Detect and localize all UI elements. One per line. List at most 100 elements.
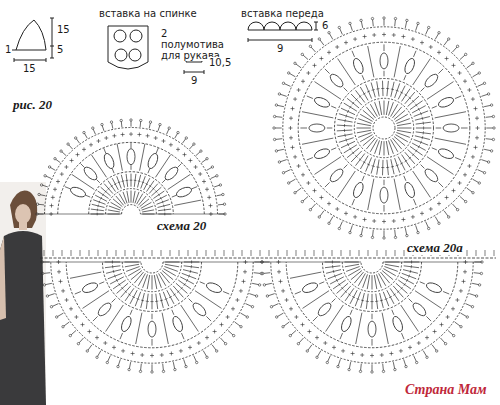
picot — [448, 216, 450, 218]
stitch-mark — [251, 250, 252, 256]
stitch-mark — [146, 183, 148, 184]
shell-stitch — [69, 185, 87, 199]
stitch-mark — [173, 286, 183, 298]
stitch-mark — [295, 292, 301, 295]
picot — [255, 295, 257, 297]
stitch-mark — [154, 275, 157, 289]
picot — [371, 17, 373, 19]
stitch-mark — [426, 222, 429, 228]
stitch-mark — [142, 210, 154, 212]
stitch-mark — [131, 143, 132, 149]
stitch-mark — [295, 155, 296, 159]
stitch-mark — [80, 250, 81, 256]
chain-round — [89, 172, 174, 214]
stitch-mark — [44, 250, 45, 256]
stitch-mark — [315, 157, 342, 175]
stitch-mark — [167, 290, 174, 304]
stitch-mark — [473, 74, 479, 77]
dimension-label: 15 — [56, 24, 71, 35]
stitch-mark — [477, 126, 478, 130]
stitch-mark — [139, 133, 140, 137]
stitch-mark — [223, 292, 229, 295]
chain-round — [373, 117, 395, 139]
stitch-mark — [262, 262, 361, 263]
stitch-mark — [411, 265, 412, 268]
stitch-mark — [396, 165, 399, 166]
stitch-mark — [465, 79, 466, 83]
picot — [38, 193, 40, 195]
picot — [106, 361, 108, 363]
stitch-mark — [384, 220, 385, 224]
stitch-mark — [189, 299, 193, 303]
stitch-mark — [165, 299, 168, 300]
stitch-mark — [302, 323, 303, 327]
stitch-mark — [386, 141, 389, 155]
stitch-mark — [121, 287, 123, 289]
stitch-mark — [455, 322, 460, 326]
stitch-mark — [379, 141, 382, 155]
stitch-mark — [155, 301, 158, 302]
stitch-mark — [366, 107, 375, 118]
picot — [371, 371, 373, 373]
shell-stitch — [171, 315, 185, 333]
shell-stitch — [443, 124, 459, 132]
picot — [453, 334, 455, 336]
chain-round — [298, 42, 470, 214]
shell-stitch — [423, 167, 440, 184]
stitch-mark — [410, 270, 412, 273]
stitch-mark — [275, 128, 282, 129]
stitch-mark — [453, 307, 454, 311]
stitch-mark — [268, 294, 274, 296]
stitch-mark — [84, 147, 85, 151]
stitch-mark — [340, 29, 343, 35]
stitch-mark — [338, 134, 353, 137]
stitch-mark — [375, 301, 378, 302]
stitch-mark — [182, 139, 185, 144]
stitch-mark — [128, 294, 131, 296]
stitch-mark — [97, 205, 99, 208]
picot — [478, 72, 480, 74]
stitch-mark — [372, 354, 373, 358]
stitch-mark — [384, 230, 385, 237]
stitch-mark — [377, 160, 379, 175]
stitch-mark — [395, 83, 400, 98]
picot — [206, 356, 208, 358]
stitch-mark — [150, 301, 153, 302]
stitch-mark — [126, 267, 139, 272]
stitch-mark — [426, 316, 431, 321]
stitch-mark — [467, 64, 472, 68]
stitch-mark — [160, 293, 164, 308]
stitch-mark — [360, 114, 372, 121]
shell-stitch — [380, 187, 388, 203]
stitch-mark — [224, 250, 225, 256]
stitch-mark — [323, 250, 324, 256]
picot — [273, 115, 275, 117]
stitch-mark — [303, 173, 304, 177]
stitch-mark — [64, 322, 69, 326]
stitch-mark — [367, 164, 370, 165]
stitch-mark — [408, 96, 419, 106]
stitch-mark — [305, 250, 306, 256]
stitch-mark — [405, 92, 415, 104]
stitch-mark — [130, 310, 132, 315]
stitch-mark — [83, 291, 110, 309]
picot — [275, 104, 277, 106]
stitch-mark — [307, 158, 313, 161]
stitch-mark — [104, 184, 113, 194]
chain-round — [342, 262, 401, 292]
stitch-mark — [427, 82, 454, 100]
stitch-mark — [358, 133, 371, 138]
stitch-mark — [394, 46, 400, 77]
stitch-mark — [321, 196, 322, 200]
chain-row — [40, 258, 496, 259]
stitch-mark — [405, 228, 406, 234]
stitch-mark — [326, 270, 341, 274]
stitch-mark — [147, 181, 155, 192]
stitch-mark — [113, 270, 115, 273]
stitch-mark — [387, 81, 389, 96]
picot — [140, 119, 142, 121]
picot — [77, 343, 79, 345]
stitch-mark — [302, 138, 333, 144]
stitch-mark — [432, 345, 436, 350]
stitch-mark — [303, 79, 304, 83]
